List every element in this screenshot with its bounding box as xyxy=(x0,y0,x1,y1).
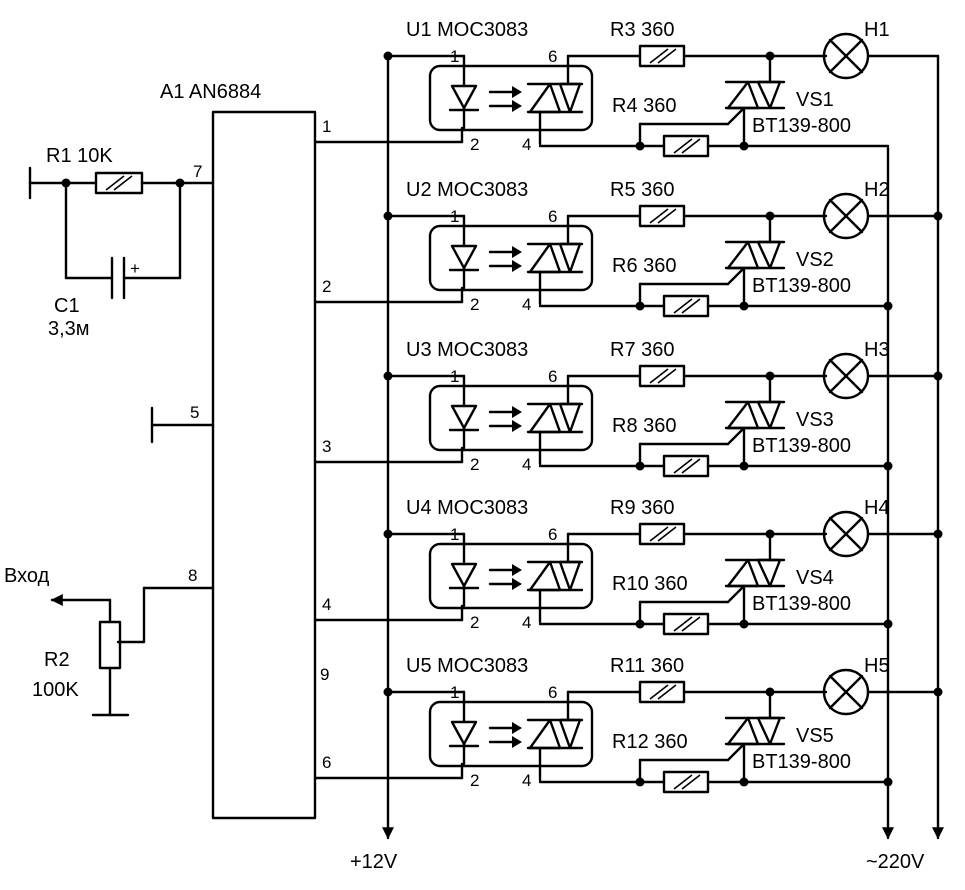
ic-pin-6: 6 xyxy=(322,753,331,772)
triac-type-vs4: BT139-800 xyxy=(752,593,851,615)
rails: +12V ~220V xyxy=(350,54,944,873)
ic-pin-2: 2 xyxy=(322,277,331,296)
triac-type-vs1: BT139-800 xyxy=(752,115,851,137)
resistor-top-label-1: R3 360 xyxy=(610,19,675,41)
opto-pin-1: 1 xyxy=(450,207,459,226)
opto-label-u1: U1 MOC3083 xyxy=(406,19,528,41)
ic-an6884: A1 AN6884 xyxy=(160,81,317,820)
stage-3: 3 1 2 4 6 U3 MOC3083 R7 360 H3 R8 360 VS3BT139-80… xyxy=(313,339,943,478)
opto-pin-1: 1 xyxy=(450,367,459,386)
resistor-bot-3 xyxy=(662,454,710,478)
opto-pin-4: 4 xyxy=(522,135,531,154)
opto-pin-4: 4 xyxy=(522,295,531,314)
opto-pin-2: 2 xyxy=(470,295,479,314)
ic-pin-8: 8 xyxy=(188,566,197,585)
r2-label: R2 xyxy=(44,649,70,671)
triac-label-vs5: VS5 xyxy=(796,725,834,747)
triac-type-vs5: BT139-800 xyxy=(752,751,851,773)
opto-pin-1: 1 xyxy=(450,47,459,66)
r2-value: 100K xyxy=(32,679,79,701)
resistor-bot-label-1: R4 360 xyxy=(612,95,677,117)
resistor-top-5 xyxy=(638,680,686,704)
rail-220v-label: ~220V xyxy=(866,851,925,873)
input-label: Вход xyxy=(4,565,50,587)
optocoupler-u5 xyxy=(428,700,594,768)
resistor-bot-2 xyxy=(662,294,710,318)
stage-1: 1 1 2 4 6 U1 MOC3083 R3 360 H1 R4 360 VS1BT139-80… xyxy=(313,19,940,158)
optocoupler-u2 xyxy=(428,224,594,292)
timing-network: R1 10K 7 + C1 3,3м xyxy=(28,145,215,340)
triac-label-vs1: VS1 xyxy=(796,89,834,111)
triac-type-vs3: BT139-800 xyxy=(752,435,851,457)
r2-potentiometer xyxy=(98,620,122,670)
resistor-top-1 xyxy=(638,44,686,68)
opto-label-u5: U5 MOC3083 xyxy=(406,655,528,677)
triac-label-vs3: VS3 xyxy=(796,409,834,431)
opto-label-u3: U3 MOC3083 xyxy=(406,339,528,361)
triac-label-vs2: VS2 xyxy=(796,249,834,271)
lamp-label-h4: H4 xyxy=(864,497,890,519)
pin5-ground: 5 xyxy=(150,403,215,444)
ic-pin-5: 5 xyxy=(190,403,199,422)
ic-pin-4: 4 xyxy=(322,595,331,614)
opto-pin-6: 6 xyxy=(548,207,557,226)
optocoupler-u3 xyxy=(428,384,594,452)
c1-plus: + xyxy=(130,259,140,278)
opto-pin-4: 4 xyxy=(522,455,531,474)
optocoupler-u1 xyxy=(428,64,594,132)
opto-pin-1: 1 xyxy=(450,525,459,544)
resistor-top-2 xyxy=(638,204,686,228)
lamp-label-h5: H5 xyxy=(864,655,890,677)
resistor-bot-label-3: R8 360 xyxy=(612,415,677,437)
r1-label: R1 10K xyxy=(46,145,113,167)
opto-pin-6: 6 xyxy=(548,47,557,66)
ic-pin-9: 9 xyxy=(320,665,329,684)
resistor-bot-label-5: R12 360 xyxy=(612,731,688,753)
resistor-top-label-5: R11 360 xyxy=(610,655,684,677)
resistor-top-label-3: R7 360 xyxy=(610,339,675,361)
resistor-bot-5 xyxy=(662,770,710,794)
opto-pin-2: 2 xyxy=(470,771,479,790)
triac-label-vs4: VS4 xyxy=(796,567,834,589)
optocoupler-u4 xyxy=(428,542,594,610)
c1-label: C1 xyxy=(54,295,80,317)
opto-pin-4: 4 xyxy=(522,771,531,790)
c1-value: 3,3м xyxy=(48,318,90,340)
lamp-label-h2: H2 xyxy=(864,179,890,201)
ic-label: A1 AN6884 xyxy=(160,81,261,103)
lamp-label-h1: H1 xyxy=(864,19,890,41)
opto-pin-6: 6 xyxy=(548,367,557,386)
rail-12v-label: +12V xyxy=(350,851,398,873)
opto-pin-6: 6 xyxy=(548,525,557,544)
resistor-top-4 xyxy=(638,522,686,546)
resistor-top-3 xyxy=(638,364,686,388)
lamp-label-h3: H3 xyxy=(864,339,890,361)
opto-pin-6: 6 xyxy=(548,683,557,702)
opto-pin-1: 1 xyxy=(450,683,459,702)
resistor-bot-4 xyxy=(662,612,710,636)
opto-pin-2: 2 xyxy=(470,455,479,474)
r1-resistor xyxy=(94,171,144,195)
stage-2: 2 1 2 4 6 U2 MOC3083 R5 360 H2 R6 360 VS2BT139-80… xyxy=(313,179,943,318)
triac-type-vs2: BT139-800 xyxy=(752,275,851,297)
opto-label-u4: U4 MOC3083 xyxy=(406,497,528,519)
opto-pin-4: 4 xyxy=(522,613,531,632)
resistor-top-label-4: R9 360 xyxy=(610,497,675,519)
opto-pin-2: 2 xyxy=(470,135,479,154)
opto-label-u2: U2 MOC3083 xyxy=(406,179,528,201)
resistor-bot-label-4: R10 360 xyxy=(612,573,688,595)
output-stages: 1 1 2 4 6 U1 MOC3083 R3 360 H1 R4 360 VS1BT139-80… xyxy=(313,19,943,794)
opto-pin-2: 2 xyxy=(470,613,479,632)
resistor-bot-label-2: R6 360 xyxy=(612,255,677,277)
ic-pin-7: 7 xyxy=(193,162,202,181)
resistor-bot-1 xyxy=(662,134,710,158)
ic-pin-1: 1 xyxy=(322,117,331,136)
ic-pin-3: 3 xyxy=(322,437,331,456)
resistor-top-label-2: R5 360 xyxy=(610,179,675,201)
input-network: 8 Вход R2 100K xyxy=(4,565,215,717)
